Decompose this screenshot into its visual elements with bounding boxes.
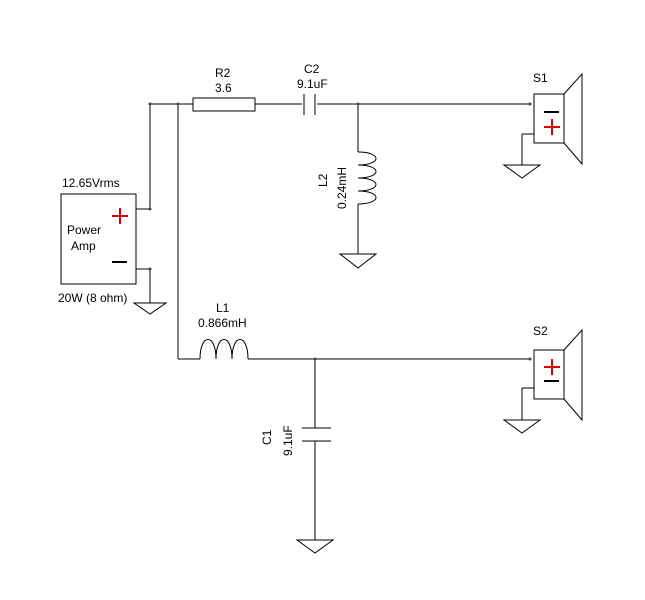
l2-value-label: 0.24mH [335,167,349,209]
c2-value-label: 9.1uF [297,77,328,91]
inductor-l2: L2 0.24mH [316,151,377,209]
resistor-icon [192,97,256,112]
r2-ref-label: R2 [215,66,231,80]
junction-dot [356,102,360,106]
amp-voltage-label: 12.65Vrms [62,176,120,190]
c1-ref-label: C1 [260,429,274,445]
amp-rating-label: 20W (8 ohm) [58,291,127,305]
power-amp-box [60,193,137,285]
r2-value-label: 3.6 [215,81,232,95]
s2-ref-label: S2 [533,324,548,338]
s1-ref-label: S1 [533,71,548,85]
l2-ref-label: L2 [316,173,330,187]
c1-value-label: 9.1uF [281,425,295,456]
wires [136,103,534,540]
junction-dot [528,357,532,361]
l1-value-label: 0.866mH [198,316,247,330]
junction-dot [148,267,152,271]
amp-name-line1: Power [67,223,101,237]
speaker-icon [533,72,583,166]
junction-dot [528,102,532,106]
speaker-icon [533,328,583,422]
inductor-coil-icon [357,151,377,205]
c2-ref-label: C2 [304,62,320,76]
plus-terminal-icon [112,208,128,224]
power-amp: 12.65Vrms Power Amp 20W (8 ohm) [58,176,137,305]
speaker-s2: S2 [533,324,583,422]
junctions [148,102,532,361]
junction-dot [176,102,180,106]
capacitor-c1: C1 9.1uF [260,425,331,456]
l1-ref-label: L1 [216,301,230,315]
inductor-l1: L1 0.866mH [198,301,249,360]
ground-icon [502,164,542,179]
inductor-coil-icon [199,339,249,360]
speaker-s1: S1 [533,71,583,166]
capacitor-c2: C2 9.1uF [297,62,328,115]
ground-icon [502,419,542,434]
ground-icon [132,302,168,315]
ground-icon [295,539,335,554]
plus-terminal-icon [544,119,560,135]
amp-name-line2: Amp [71,239,96,253]
junction-dot [148,102,152,106]
junction-dot [148,207,152,211]
resistor-r2: R2 3.6 [192,66,256,112]
plus-terminal-icon [544,359,560,375]
ground-icon [338,253,378,269]
junction-dot [313,357,317,361]
